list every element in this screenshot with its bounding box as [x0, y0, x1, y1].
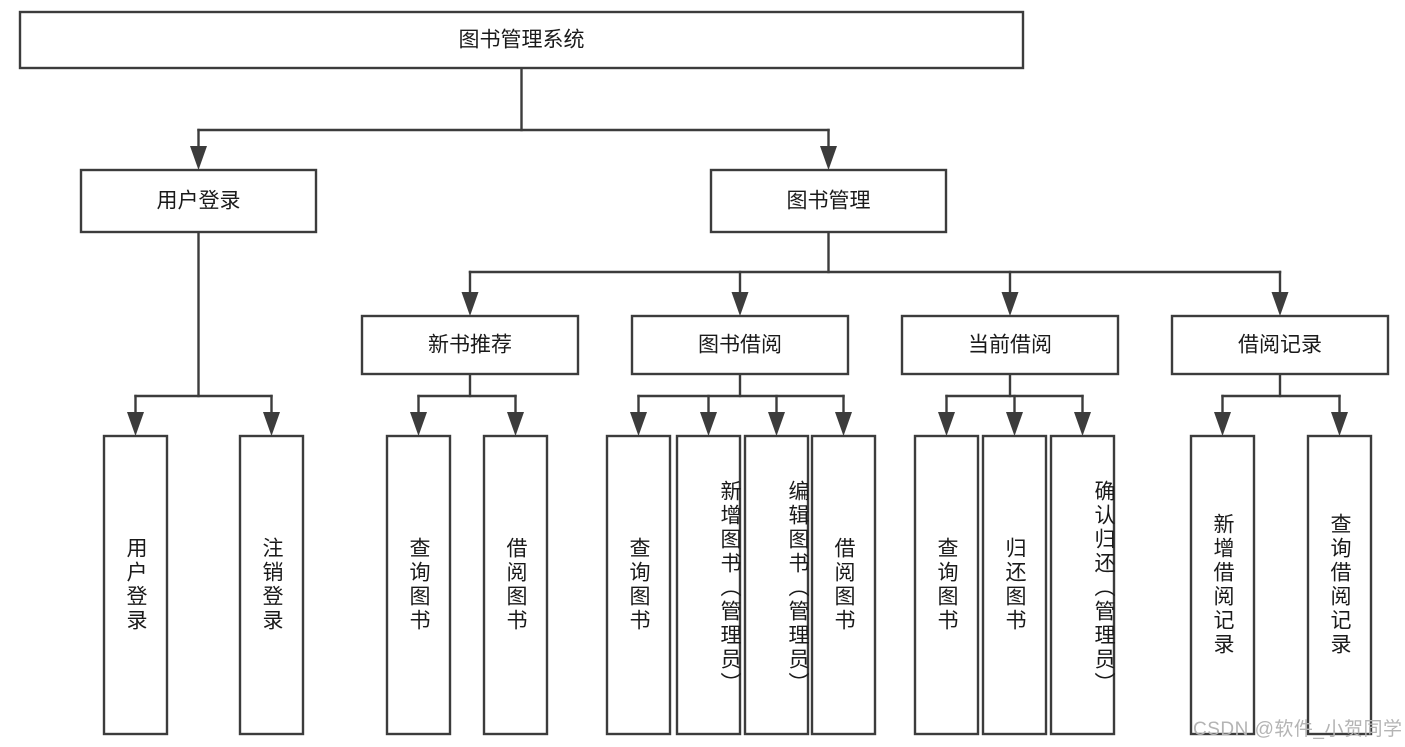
node-leaf-add-record-box[interactable] — [1189, 434, 1256, 736]
csdn-watermark: CSDN @软件_小贺同学 — [1193, 719, 1403, 740]
node-new-book-recommend-box[interactable] — [360, 314, 580, 376]
connector-group — [127, 66, 1348, 436]
arrowhead-leaf-return-book — [1006, 412, 1023, 436]
arrowhead-borrow-record — [1271, 292, 1289, 316]
node-root-box[interactable] — [18, 10, 1025, 70]
arrowhead-leaf-query-book-rec — [410, 412, 427, 436]
node-leaf-borrow-book-box[interactable] — [810, 434, 877, 736]
arrowhead-leaf-add-record — [1214, 412, 1231, 436]
leaf-node-group — [102, 434, 1373, 736]
arrowhead-leaf-borrow-book — [835, 412, 852, 436]
arrowhead-leaf-query-book-borrow — [630, 412, 647, 436]
node-new-book-recommend[interactable]: 新书推荐 — [360, 314, 580, 376]
node-user-login-box[interactable] — [79, 168, 318, 234]
arrowhead-leaf-query-book-cur — [938, 412, 955, 436]
node-leaf-query-book-borrow-box[interactable] — [605, 434, 672, 736]
arrowhead-book-borrow — [731, 292, 749, 316]
node-book-manage-box[interactable] — [709, 168, 948, 234]
node-borrow-record-box[interactable] — [1170, 314, 1390, 376]
node-leaf-borrow-book-rec-box[interactable] — [482, 434, 549, 736]
arrowhead-leaf-query-record — [1331, 412, 1348, 436]
node-leaf-query-record-box[interactable] — [1306, 434, 1373, 736]
arrowhead-new-book — [461, 292, 479, 316]
arrowhead-book-manage — [820, 146, 837, 170]
node-book-manage-label: 图书管理 — [787, 190, 871, 213]
arrowhead-leaf-borrow-book-rec — [507, 412, 524, 436]
node-root-label: 图书管理系统 — [459, 29, 585, 52]
node-user-login-label: 用户登录 — [157, 190, 241, 213]
arrowhead-current-borrow — [1001, 292, 1019, 316]
arrowhead-leaf-edit-book — [768, 412, 785, 436]
node-current-borrow-box[interactable] — [900, 314, 1120, 376]
node-borrow-record-label: 借阅记录 — [1238, 334, 1322, 357]
arrowhead-leaf-add-book — [700, 412, 717, 436]
node-new-book-recommend-label: 新书推荐 — [428, 334, 512, 357]
node-current-borrow[interactable]: 当前借阅 — [900, 314, 1120, 376]
node-borrow-record[interactable]: 借阅记录 — [1170, 314, 1390, 376]
node-current-borrow-label: 当前借阅 — [968, 334, 1052, 357]
arrowhead-user-login — [190, 146, 207, 170]
node-leaf-logout-box[interactable] — [238, 434, 305, 736]
node-leaf-confirm-return-box[interactable] — [1049, 434, 1116, 736]
node-leaf-edit-book-box[interactable] — [743, 434, 810, 736]
node-leaf-add-book-box[interactable] — [675, 434, 742, 736]
arrowhead-leaf-confirm-return — [1074, 412, 1091, 436]
node-user-login[interactable]: 用户登录 — [79, 168, 318, 234]
arrowhead-leaf-logout — [263, 412, 280, 436]
node-leaf-query-book-cur-box[interactable] — [913, 434, 980, 736]
node-book-borrow-box[interactable] — [630, 314, 850, 376]
node-book-borrow[interactable]: 图书借阅 — [630, 314, 850, 376]
node-leaf-user-login-box[interactable] — [102, 434, 169, 736]
arrowhead-leaf-user-login — [127, 412, 144, 436]
node-root[interactable]: 图书管理系统 — [18, 10, 1025, 70]
node-leaf-query-book-rec-box[interactable] — [385, 434, 452, 736]
node-book-manage[interactable]: 图书管理 — [709, 168, 948, 234]
node-leaf-return-book-box[interactable] — [981, 434, 1048, 736]
node-book-borrow-label: 图书借阅 — [698, 334, 782, 357]
